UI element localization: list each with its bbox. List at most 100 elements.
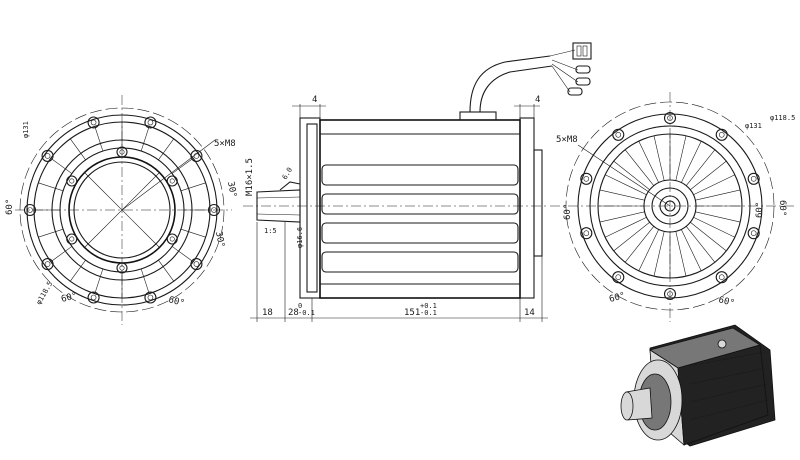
rear-spokes xyxy=(598,134,742,278)
rear-spoke xyxy=(690,160,727,191)
rear-spoke xyxy=(695,189,741,201)
rear-spoke xyxy=(675,231,687,277)
rear-bolt xyxy=(580,227,593,240)
front-bolt-hole xyxy=(90,119,97,126)
side-cable-lower xyxy=(479,65,553,113)
front-flange-dia: φ131 xyxy=(22,121,30,138)
front-bolt-hole xyxy=(90,294,97,301)
front-inner-bolt xyxy=(116,146,128,158)
front-inner-bolt-hole xyxy=(119,149,125,155)
front-bolt xyxy=(41,258,54,271)
side-fin-4 xyxy=(321,251,519,273)
rear-inner xyxy=(589,125,751,287)
rear-spoke xyxy=(695,211,741,223)
front-bolt-hole xyxy=(147,119,154,126)
front-spoke xyxy=(171,246,194,262)
render-fin-2 xyxy=(689,367,767,385)
rear-bolt xyxy=(663,287,677,301)
front-bolt-circle xyxy=(19,107,225,313)
slope-label: 1:5 xyxy=(264,227,277,235)
dim-28: 28 xyxy=(288,308,299,318)
front-bolt-label: 5×M8 xyxy=(214,139,236,149)
rear-spoke xyxy=(690,221,727,252)
front-angle-bottom-right: 60° xyxy=(167,295,185,309)
rear-spoke xyxy=(693,217,735,238)
front-angle-right-top: 30° xyxy=(225,181,238,199)
front-bolt xyxy=(144,116,157,129)
rear-bolt xyxy=(747,172,760,185)
front-bolt xyxy=(190,149,203,162)
rear-outer xyxy=(577,113,763,299)
front-inner-bolt xyxy=(116,262,128,274)
side-fin-1 xyxy=(321,164,519,186)
shaft-key xyxy=(279,181,301,191)
side-rear-flange xyxy=(519,117,535,299)
render-fin-1 xyxy=(689,351,765,367)
front-spoke xyxy=(50,246,73,262)
rear-bolt-hole xyxy=(583,230,590,236)
front-inner-bolt-hole xyxy=(169,236,175,242)
dim-14: 14 xyxy=(524,308,535,318)
front-spoke xyxy=(158,138,174,161)
render-side xyxy=(677,344,769,446)
rear-spoke xyxy=(613,221,650,252)
top-left-dim: 4 xyxy=(312,95,317,105)
rear-spoke xyxy=(681,229,702,271)
front-bore-inner xyxy=(73,161,171,259)
front-inner-bolts xyxy=(66,146,178,274)
rear-bolt-label: 5×M8 xyxy=(556,135,578,145)
front-inner-bolt-hole xyxy=(69,178,75,184)
shaft-thread-line-1 xyxy=(256,196,301,199)
rear-bolt xyxy=(580,172,593,185)
front-spoke xyxy=(94,268,104,294)
front-bolt-hole xyxy=(147,294,154,301)
rear-spoke xyxy=(685,226,716,263)
side-view: M16×1.5 φ16.6 1:5 6.0 4 4 18 28 0-0.1 15… xyxy=(243,42,592,322)
front-flange-outer xyxy=(26,114,218,306)
front-spoke xyxy=(38,228,64,238)
render-cable-gland xyxy=(717,339,727,349)
rear-bolt xyxy=(612,128,625,141)
front-bolts xyxy=(23,116,221,304)
front-bolt xyxy=(207,203,221,217)
small-label: 6.0 xyxy=(281,166,294,181)
rear-spoke xyxy=(638,141,659,183)
front-angle-right-bottom: 30° xyxy=(213,231,226,249)
rear-flange-dia: φ131 xyxy=(745,122,762,130)
rear-bolt-circle-dia: φ118.5 xyxy=(770,114,795,122)
rear-bolt-hole xyxy=(718,274,725,280)
side-cable-upper xyxy=(469,55,551,113)
rear-bolt xyxy=(612,271,625,284)
front-bolt xyxy=(87,116,100,129)
shaft-dia-label: φ16.6 xyxy=(296,227,304,248)
rear-spoke xyxy=(681,141,702,183)
connector xyxy=(572,42,592,60)
rear-bolt-hole xyxy=(750,176,757,182)
dim-151-tol: +0.1-0.1 xyxy=(420,302,437,317)
front-inner-bolt xyxy=(166,175,178,187)
rear-angle-right-inner: 60° xyxy=(755,202,765,218)
front-spoke xyxy=(94,126,104,152)
side-front-flange-inner xyxy=(306,123,318,293)
rear-spoke xyxy=(605,217,647,238)
motor-render xyxy=(620,324,776,447)
rear-bolt xyxy=(715,271,728,284)
rear-bolt xyxy=(663,111,677,125)
rear-spoke xyxy=(653,135,665,181)
rear-spoke xyxy=(638,229,659,271)
rear-angle-bottom-left: 60° xyxy=(608,291,626,305)
side-fin-2 xyxy=(321,193,519,215)
front-inner-bolt-hole xyxy=(119,265,125,271)
front-angle-bottom-left: 60° xyxy=(60,291,78,305)
rear-angle-bottom-right: 60° xyxy=(717,295,735,309)
rear-hub-outer xyxy=(643,179,697,233)
rear-view: 5×M8 φ131 φ118.5 60° 60° 60° 60° 60° xyxy=(550,92,795,322)
rear-bolt-hole xyxy=(718,132,725,138)
rear-spoke xyxy=(599,211,645,223)
side-wires xyxy=(549,49,579,93)
front-angle-left: 60° xyxy=(5,199,15,215)
rear-spoke xyxy=(613,160,650,191)
shaft-thread-line-2 xyxy=(256,213,301,216)
rear-spoke xyxy=(624,149,655,186)
